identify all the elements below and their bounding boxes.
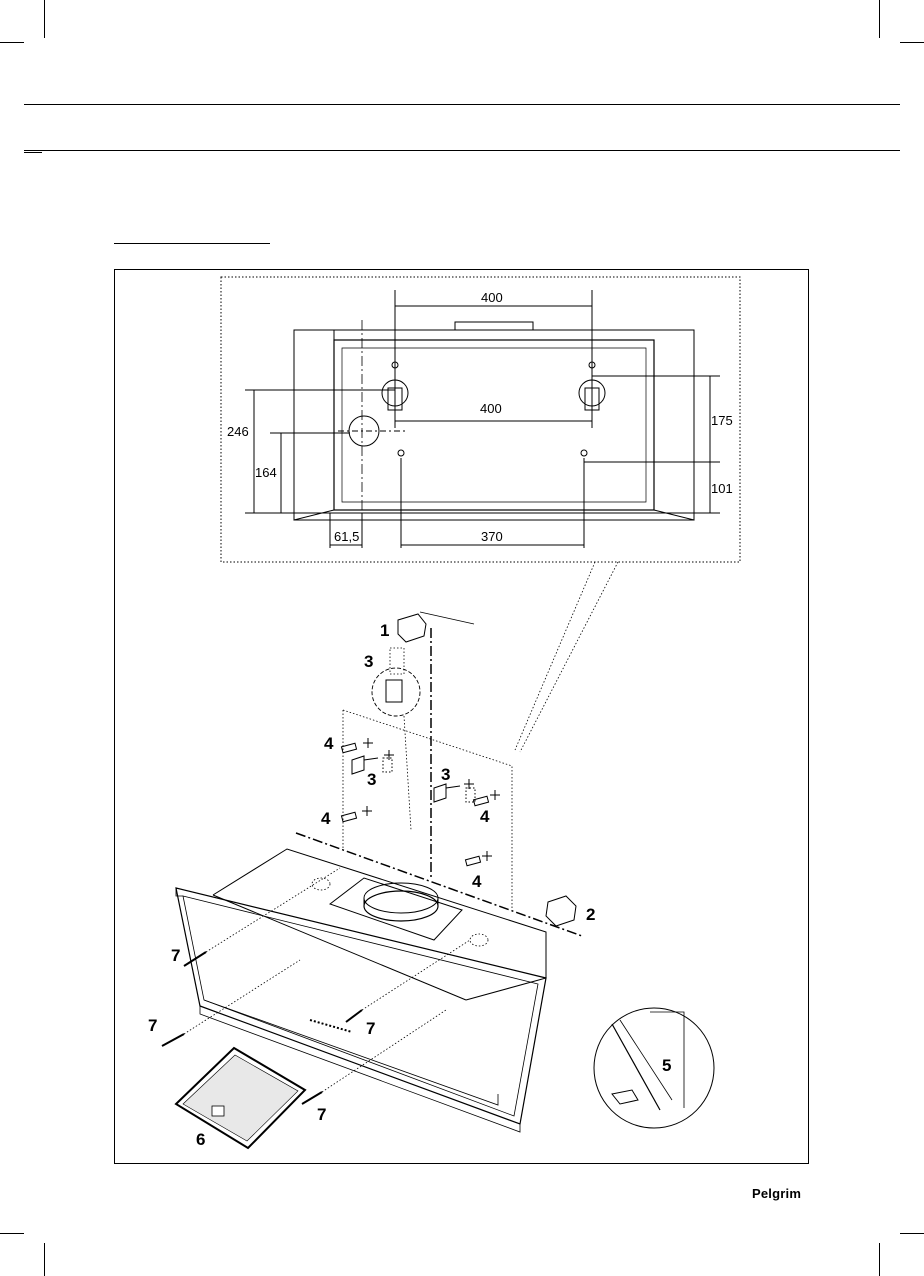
callout-7-left: 7 bbox=[148, 1016, 157, 1036]
callout-7-bottom: 7 bbox=[317, 1105, 326, 1125]
dim-bottom-width-label: 370 bbox=[481, 529, 503, 544]
dim-right-upper-label: 175 bbox=[711, 413, 733, 428]
exploded-view bbox=[162, 612, 714, 1148]
callout-3-left: 3 bbox=[367, 770, 376, 790]
dim-left-offset-label: 61,5 bbox=[334, 529, 359, 544]
callout-5: 5 bbox=[662, 1056, 671, 1076]
callout-3-right: 3 bbox=[441, 765, 450, 785]
callout-3-top: 3 bbox=[364, 652, 373, 672]
hood-top bbox=[213, 849, 546, 1000]
dim-left-height-label: 246 bbox=[227, 424, 249, 439]
callout-7-top: 7 bbox=[171, 946, 180, 966]
dim-left-inner-height-label: 164 bbox=[255, 465, 277, 480]
callout-7-center: 7 bbox=[366, 1019, 375, 1039]
callout-4-right-top: 4 bbox=[480, 807, 489, 827]
callout-4-left-top: 4 bbox=[324, 734, 333, 754]
callout-4-right-bottom: 4 bbox=[472, 872, 481, 892]
hood-outline bbox=[294, 330, 334, 520]
detail-circle bbox=[594, 1008, 714, 1128]
inset-leaders bbox=[515, 562, 618, 752]
callout-4-left-bottom: 4 bbox=[321, 809, 330, 829]
brand-logo: Pelgrim bbox=[752, 1186, 801, 1201]
callout-1: 1 bbox=[380, 621, 389, 641]
callout-2: 2 bbox=[586, 905, 595, 925]
dim-bracket-width-label: 400 bbox=[480, 401, 502, 416]
dimension-drawing bbox=[221, 277, 740, 562]
dim-top-width-label: 400 bbox=[481, 290, 503, 305]
callout-6: 6 bbox=[196, 1130, 205, 1150]
dim-right-lower-label: 101 bbox=[711, 481, 733, 496]
